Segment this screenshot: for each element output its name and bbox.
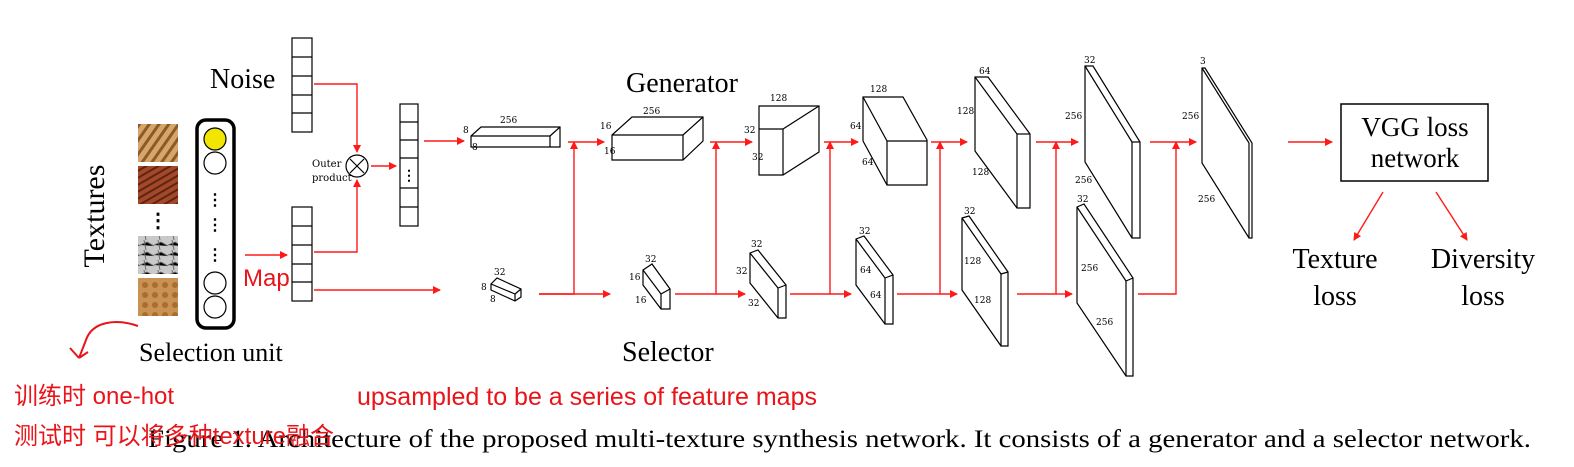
handwritten-arrow bbox=[69, 321, 139, 359]
generator-block-6-channels: 32 bbox=[1084, 56, 1095, 66]
selector-block-4-height: 64 bbox=[860, 266, 872, 276]
generator-block-5-width: 128 bbox=[972, 168, 989, 178]
selector-block-4: 32 64 64 bbox=[855, 227, 894, 325]
selector-block-6-channels: 32 bbox=[1077, 195, 1088, 205]
selector-block-4-channels: 32 bbox=[859, 227, 870, 237]
generator-block-1: 256 8 8 bbox=[463, 116, 561, 153]
generator-block-4-width: 64 bbox=[862, 158, 874, 168]
generator-block-3-height: 32 bbox=[744, 126, 755, 136]
textures-ellipsis: ⋮ bbox=[148, 208, 168, 232]
selector-block-4-width: 64 bbox=[870, 291, 882, 301]
annotation-test: 测试时 可以将多种texture融合 bbox=[14, 423, 334, 450]
generator-block-1-width: 8 bbox=[472, 143, 478, 153]
selector-block-3-height: 32 bbox=[736, 267, 747, 277]
texture-image-cracked bbox=[138, 236, 178, 274]
diversity-loss-line2: loss bbox=[1461, 281, 1505, 312]
generator-block-7: 3 256 256 bbox=[1182, 57, 1253, 239]
texture-loss-line1: Texture bbox=[1292, 244, 1377, 275]
combined-vector-ellipsis: ⋮ bbox=[402, 168, 416, 184]
selector-block-6-height: 256 bbox=[1081, 264, 1098, 274]
generator-block-6-height: 256 bbox=[1065, 112, 1082, 122]
selector-block-2-height: 16 bbox=[629, 273, 641, 283]
selector-block-1-height: 8 bbox=[481, 283, 487, 293]
generator-block-3: 128 32 32 bbox=[744, 94, 820, 176]
map-vector bbox=[291, 206, 313, 302]
generator-block-4: 128 64 64 bbox=[850, 85, 928, 186]
input-arrows bbox=[245, 83, 465, 294]
selector-block-6: 32 256 256 bbox=[1076, 195, 1134, 377]
selector-block-6-width: 256 bbox=[1096, 318, 1113, 328]
generator-block-4-height: 64 bbox=[850, 122, 862, 132]
selection-unit: ⋮ ⋮ ⋮ bbox=[195, 118, 236, 330]
generator-block-1-channels: 256 bbox=[500, 116, 517, 126]
texture-loss-line2: loss bbox=[1313, 281, 1357, 312]
selector-block-1-width: 8 bbox=[490, 295, 496, 305]
selector-block-3: 32 32 32 bbox=[736, 240, 787, 319]
map-annotation: Map bbox=[243, 265, 290, 292]
network-arrows bbox=[539, 138, 1468, 298]
vgg-label-line1: VGG loss bbox=[1361, 112, 1468, 142]
generator-label: Generator bbox=[626, 68, 739, 99]
generator-block-5-height: 128 bbox=[957, 107, 974, 117]
selector-block-5-width: 128 bbox=[974, 296, 991, 306]
generator-block-2-channels: 256 bbox=[643, 107, 660, 117]
generator-block-6: 32 256 256 bbox=[1065, 56, 1141, 239]
selector-block-3-channels: 32 bbox=[751, 240, 762, 250]
vgg-label-line2: network bbox=[1371, 143, 1460, 173]
selector-block-2: 32 16 16 bbox=[629, 255, 671, 310]
selected-unit-circle bbox=[203, 127, 227, 151]
generator-block-4-channels: 128 bbox=[870, 85, 887, 95]
generator-block-7-width: 256 bbox=[1198, 195, 1215, 205]
generator-block-6-width: 256 bbox=[1075, 176, 1092, 186]
generator-block-3-channels: 128 bbox=[770, 94, 787, 104]
selector-block-1-channels: 32 bbox=[494, 268, 505, 278]
selector-block-2-width: 16 bbox=[635, 296, 647, 306]
texture-image-rust bbox=[138, 166, 178, 204]
combined-vector: ⋮ bbox=[399, 103, 419, 227]
figure-caption: Figure 1. Architecture of the proposed m… bbox=[148, 426, 1531, 453]
texture-image-sand bbox=[138, 278, 178, 316]
generator-blocks: 256 8 8 256 16 16 128 32 32 128 64 64 bbox=[463, 56, 1253, 239]
generator-block-5-channels: 64 bbox=[979, 67, 991, 77]
selector-block-2-channels: 32 bbox=[645, 255, 656, 265]
annotation-train: 训练时 one-hot bbox=[14, 383, 174, 410]
generator-block-2-height: 16 bbox=[600, 122, 612, 132]
generator-block-7-channels: 3 bbox=[1200, 57, 1206, 67]
selector-block-3-width: 32 bbox=[748, 299, 759, 309]
selection-ellipsis-1: ⋮ bbox=[207, 190, 223, 209]
texture-image-stripes bbox=[138, 124, 178, 162]
vgg-loss-network: VGG loss network bbox=[1340, 103, 1489, 182]
selector-block-5: 32 128 128 bbox=[961, 207, 1009, 347]
texture-thumbnails: ⋮ bbox=[138, 124, 178, 316]
noise-label: Noise bbox=[210, 64, 275, 95]
generator-block-3-width: 32 bbox=[752, 153, 763, 163]
outer-product-label-1: Outer bbox=[312, 159, 342, 170]
selector-block-5-channels: 32 bbox=[964, 207, 975, 217]
generator-block-7-height: 256 bbox=[1182, 112, 1199, 122]
selector-block-1: 32 8 8 bbox=[481, 268, 522, 305]
annotation-upsampled: upsampled to be a series of feature maps bbox=[357, 383, 817, 411]
generator-block-1-height: 8 bbox=[463, 126, 469, 136]
selection-ellipsis-2: ⋮ bbox=[207, 215, 223, 234]
selector-blocks: 32 8 8 32 16 16 32 32 32 32 64 64 bbox=[481, 195, 1134, 377]
selector-label: Selector bbox=[622, 337, 714, 368]
generator-block-2: 256 16 16 bbox=[600, 107, 704, 161]
selection-ellipsis-3: ⋮ bbox=[207, 245, 223, 264]
generator-block-2-width: 16 bbox=[604, 147, 616, 157]
outer-product-label-2: product bbox=[312, 173, 352, 184]
textures-label: Textures bbox=[78, 165, 111, 268]
diversity-loss-line1: Diversity bbox=[1431, 244, 1535, 275]
selector-block-5-height: 128 bbox=[964, 257, 981, 267]
noise-vector bbox=[291, 37, 313, 133]
selection-unit-label: Selection unit bbox=[139, 338, 283, 367]
generator-block-5: 64 128 128 bbox=[957, 67, 1031, 209]
outer-product-operator bbox=[345, 154, 369, 178]
